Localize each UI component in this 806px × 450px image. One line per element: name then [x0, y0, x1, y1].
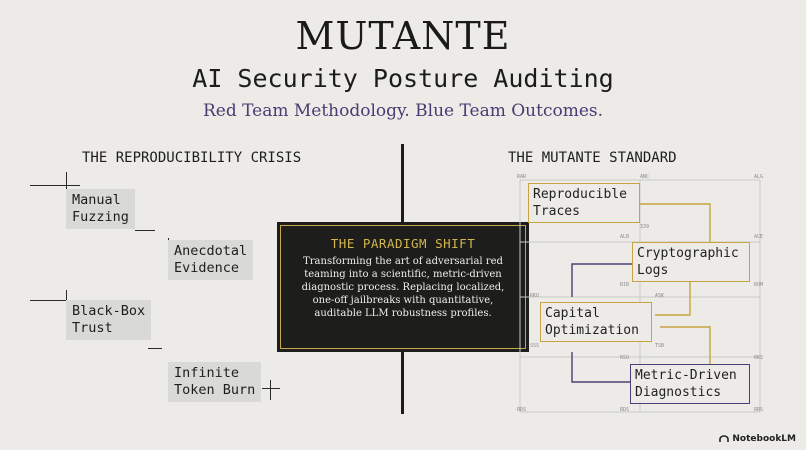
crisis-item-line: Fuzzing: [72, 209, 129, 225]
left-heading: THE REPRODUCIBILITY CRISIS: [82, 150, 302, 166]
standard-box-line: Cryptographic: [637, 246, 739, 261]
standard-metric-driven-diagnostics: Metric-Driven Diagnostics: [630, 364, 750, 404]
grid-marker: RDS: [517, 407, 527, 413]
standard-box-line: Logs: [637, 263, 669, 278]
paradigm-shift-body: Transforming the art of adversarial red …: [301, 256, 505, 319]
grid-marker: RKS: [754, 355, 764, 361]
blueprint-grid: [519, 179, 761, 413]
crisis-item-anecdotal-evidence: Anecdotal Evidence: [168, 240, 254, 280]
page-title: MUTANTE: [295, 14, 511, 58]
crosshair-line: [30, 300, 80, 301]
crosshair-line: [148, 348, 162, 349]
notebooklm-icon: [719, 435, 730, 442]
grid-marker: ROM: [754, 282, 764, 288]
grid-marker: 339: [640, 224, 650, 230]
right-heading: THE MUTANTE STANDARD: [508, 150, 677, 166]
paradigm-shift-panel: THE PARADIGM SHIFT Transforming the art …: [280, 225, 526, 349]
page-subtitle: AI Security Posture Auditing: [192, 64, 614, 93]
grid-marker: ALG: [754, 174, 764, 180]
grid-marker: RDS: [620, 407, 630, 413]
standard-capital-optimization: Capital Optimization: [540, 302, 652, 342]
crisis-item-black-box-trust: Black-Box Trust: [66, 300, 152, 340]
grid-marker: ASK: [655, 293, 665, 299]
crosshair-line: [135, 230, 155, 231]
crisis-item-manual-fuzzing: Manual Fuzzing: [66, 189, 135, 229]
crisis-item-line: Black-Box: [72, 303, 146, 319]
crisis-item-line: Trust: [72, 320, 113, 336]
grid-marker: ALB: [620, 234, 630, 240]
notebooklm-logo: NotebookLM: [719, 434, 796, 444]
crisis-item-line: Anecdotal: [174, 243, 248, 259]
crosshair-line: [270, 380, 271, 400]
grid-marker: ANC: [640, 174, 650, 180]
crosshair-line: [30, 185, 80, 186]
page-tagline: Red Team Methodology. Blue Team Outcomes…: [202, 101, 604, 121]
standard-cryptographic-logs: Cryptographic Logs: [632, 242, 750, 282]
standard-box-line: Reproducible: [533, 187, 627, 202]
grid-marker: RSO: [620, 355, 630, 361]
standard-box-line: Traces: [533, 204, 580, 219]
paradigm-shift-title: THE PARADIGM SHIFT: [330, 236, 476, 251]
crosshair-line: [262, 388, 280, 389]
grid-marker: RRS: [754, 407, 764, 413]
standard-box-line: Capital: [545, 306, 600, 321]
grid-marker: R1B: [620, 282, 630, 288]
grid-marker: RAR: [517, 174, 527, 180]
crisis-item-line: Evidence: [174, 260, 240, 276]
crisis-item-line: Token Burn: [174, 382, 256, 398]
standard-reproducible-traces: Reproducible Traces: [528, 183, 640, 223]
crisis-item-line: Manual: [72, 192, 121, 208]
grid-marker: TSB: [655, 343, 665, 349]
logo-text: NotebookLM: [732, 434, 796, 444]
crisis-item-line: Infinite: [174, 365, 240, 381]
standard-box-line: Diagnostics: [635, 385, 722, 400]
grid-marker: SSS: [530, 343, 540, 349]
standard-box-line: Metric-Driven: [635, 368, 737, 383]
grid-marker: RKO: [530, 293, 540, 299]
standard-box-line: Optimization: [545, 323, 639, 338]
crisis-item-infinite-token-burn: Infinite Token Burn: [168, 362, 262, 402]
grid-marker: ACE: [754, 234, 764, 240]
crosshair-line: [66, 172, 67, 202]
